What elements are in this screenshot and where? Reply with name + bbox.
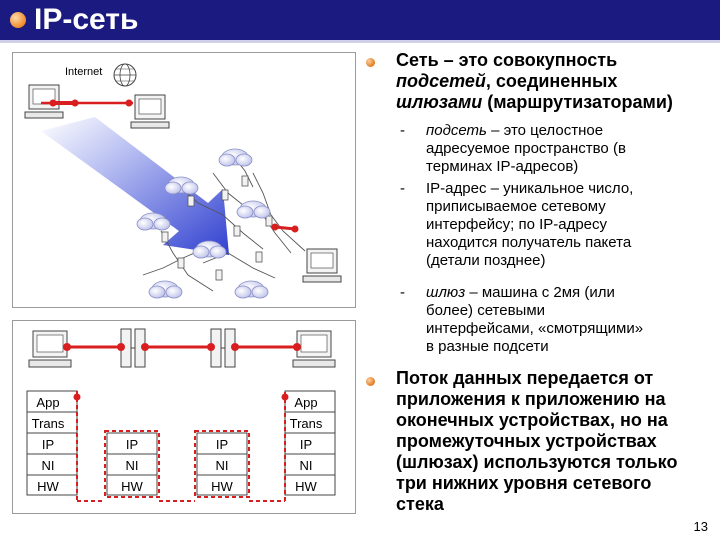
bullet-icon-1 bbox=[366, 58, 375, 67]
right-layer-hw: HW bbox=[295, 479, 317, 494]
sub-bullet-dash-1: - bbox=[400, 122, 405, 139]
router1-stack: IP NI HW bbox=[104, 430, 160, 498]
bullet2-line6: три нижних уровня сетевого bbox=[396, 473, 652, 493]
sub3-term: шлюз bbox=[426, 284, 466, 301]
router2-layer-ni: NI bbox=[216, 458, 229, 473]
bullet1-line1: Сеть – это совокупность bbox=[396, 50, 618, 70]
computer-icon-right-lower bbox=[302, 248, 342, 283]
bullet2-line4: промежуточных устройствах bbox=[396, 431, 657, 451]
right-host-stack: App Trans IP NI HW bbox=[284, 390, 336, 496]
sub3-line2: более) сетевыми bbox=[426, 302, 546, 319]
sub3-line1: шлюз – машина с 2мя (или bbox=[426, 284, 615, 301]
sub3-text: шлюз – машина с 2мя (или более) сетевыми… bbox=[426, 284, 716, 356]
internet-diagram: Internet bbox=[24, 63, 342, 299]
bullet2-line2: приложения к приложению на bbox=[396, 389, 666, 409]
router1-layer-ip: IP bbox=[126, 437, 138, 452]
bullet2-line1: Поток данных передается от bbox=[396, 368, 654, 388]
router2-stack: IP NI HW bbox=[194, 430, 250, 498]
data-flow-path bbox=[76, 391, 286, 502]
left-layer-ip: IP bbox=[42, 437, 54, 452]
computer-icon-right bbox=[130, 94, 170, 129]
router1-layer-ni: NI bbox=[126, 458, 139, 473]
title-rule bbox=[0, 40, 720, 43]
sub3-line4: в разные подсети bbox=[426, 338, 549, 355]
data-flow-arrow bbox=[41, 117, 229, 255]
bullet1-term-gateways: шлюзами bbox=[396, 92, 483, 112]
page-number: 13 bbox=[693, 519, 708, 534]
sub1-line1: подсеть – это целостное bbox=[426, 122, 604, 139]
bullet2-line5: (шлюзах) используются только bbox=[396, 452, 678, 472]
sub1-line2: адресуемое пространство (в bbox=[426, 140, 626, 157]
title-bullet-icon bbox=[10, 12, 26, 28]
sub-bullet-dash-2: - bbox=[400, 180, 405, 197]
slide-title: IP-сеть bbox=[34, 3, 139, 36]
left-layer-hw: HW bbox=[37, 479, 59, 494]
sub2-line5: (детали позднее) bbox=[426, 252, 546, 269]
sub2-line3: интерфейсу; по IP-адресу bbox=[426, 216, 608, 233]
router2-layer-ip: IP bbox=[216, 437, 228, 452]
internet-label: Internet bbox=[65, 66, 102, 78]
sub1-term: подсеть bbox=[426, 122, 487, 139]
right-layer-ni: NI bbox=[300, 458, 313, 473]
protocol-stack-diagram: App Trans IP NI HW App Trans IP NI HW IP bbox=[26, 328, 336, 502]
bullet2-line3: оконечных устройствах, но на bbox=[396, 410, 668, 430]
globe-icon bbox=[113, 63, 137, 87]
left-layer-app: App bbox=[36, 395, 59, 410]
bullet-icon-2 bbox=[366, 377, 375, 386]
left-host-stack: App Trans IP NI HW bbox=[26, 390, 78, 496]
sub1-line3: терминах IP-адресов) bbox=[426, 158, 579, 175]
sub2-text: IP-адрес – уникальное число, приписываем… bbox=[426, 180, 716, 270]
sub2-line2: приписываемое сетевому bbox=[426, 198, 606, 215]
sub2-line4: находится получатель пакета bbox=[426, 234, 632, 251]
sub2-line1: IP-адрес – уникальное число, bbox=[426, 180, 634, 197]
bullet2-line7: стека bbox=[396, 494, 444, 514]
protocol-stack-panel: App Trans IP NI HW App Trans IP NI HW IP bbox=[12, 320, 356, 514]
bullet2-text: Поток данных передается от приложения к … bbox=[396, 368, 716, 515]
left-layer-ni: NI bbox=[42, 458, 55, 473]
title-bar: IP-сеть bbox=[0, 0, 720, 40]
bullet1-line2: подсетей, соединенных bbox=[396, 71, 618, 91]
sub-bullet-dash-3: - bbox=[400, 284, 405, 301]
bullet1-line3: шлюзами (маршрутизаторами) bbox=[396, 92, 673, 112]
bullet1-term-subnets: подсетей bbox=[396, 71, 486, 91]
router1-layer-hw: HW bbox=[121, 479, 143, 494]
right-layer-app: App bbox=[294, 395, 317, 410]
left-layer-trans: Trans bbox=[32, 416, 65, 431]
right-layer-trans: Trans bbox=[290, 416, 323, 431]
internet-diagram-panel: Internet bbox=[12, 52, 356, 308]
sub1-text: подсеть – это целостное адресуемое прост… bbox=[426, 122, 716, 176]
bullet1-text: Сеть – это совокупность подсетей, соедин… bbox=[396, 50, 714, 113]
right-layer-ip: IP bbox=[300, 437, 312, 452]
router2-layer-hw: HW bbox=[211, 479, 233, 494]
sub3-line3: интерфейсами, «смотрящими» bbox=[426, 320, 644, 337]
